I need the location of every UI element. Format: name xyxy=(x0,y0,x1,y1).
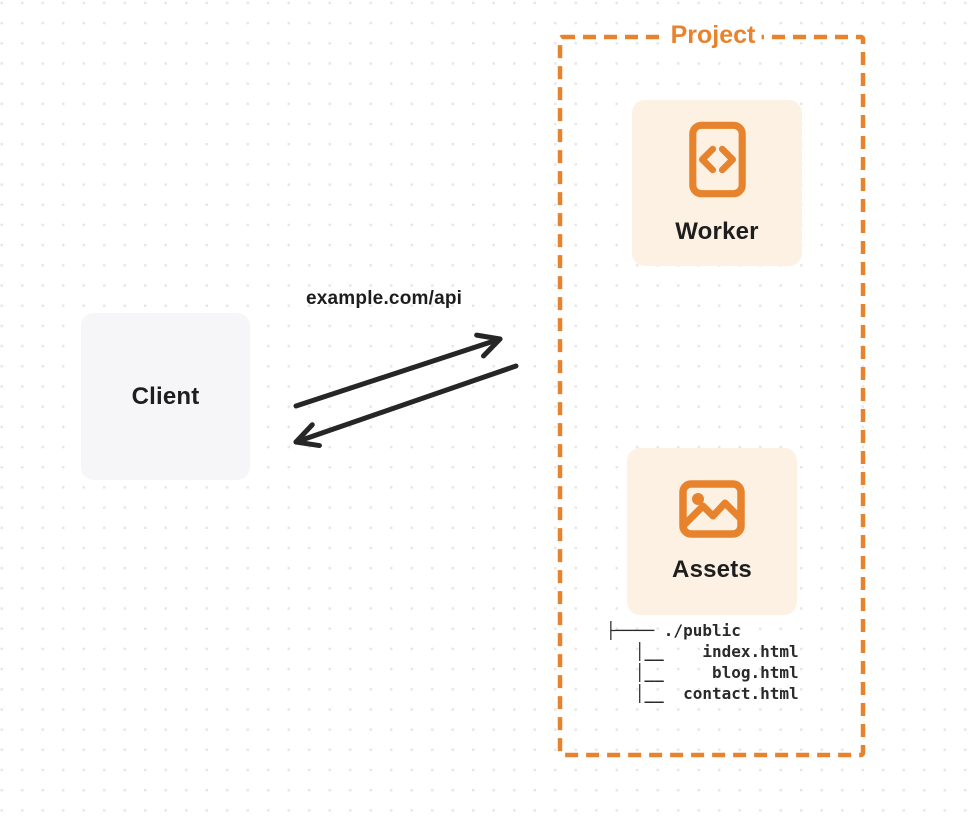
client-node-label: Client xyxy=(131,382,200,410)
code-document-icon xyxy=(688,121,746,203)
file-tree: ├──── ./public │__ index.html │__ blog.h… xyxy=(606,620,799,704)
request-url-label: example.com/api xyxy=(306,288,463,309)
response-arrow xyxy=(293,363,519,449)
assets-node-label: Assets xyxy=(672,555,752,583)
file-tree-item: │__ contact.html xyxy=(606,684,799,703)
file-tree-item: │__ index.html xyxy=(606,642,799,661)
request-arrow xyxy=(293,332,503,409)
client-node: Client xyxy=(81,313,250,480)
assets-node: Assets xyxy=(627,448,797,615)
image-icon xyxy=(679,479,745,543)
file-tree-root: ├──── ./public xyxy=(606,621,741,640)
worker-node-label: Worker xyxy=(675,217,759,245)
project-label: Project xyxy=(664,20,762,50)
file-tree-item: │__ blog.html xyxy=(606,663,799,682)
worker-node: Worker xyxy=(632,100,802,266)
